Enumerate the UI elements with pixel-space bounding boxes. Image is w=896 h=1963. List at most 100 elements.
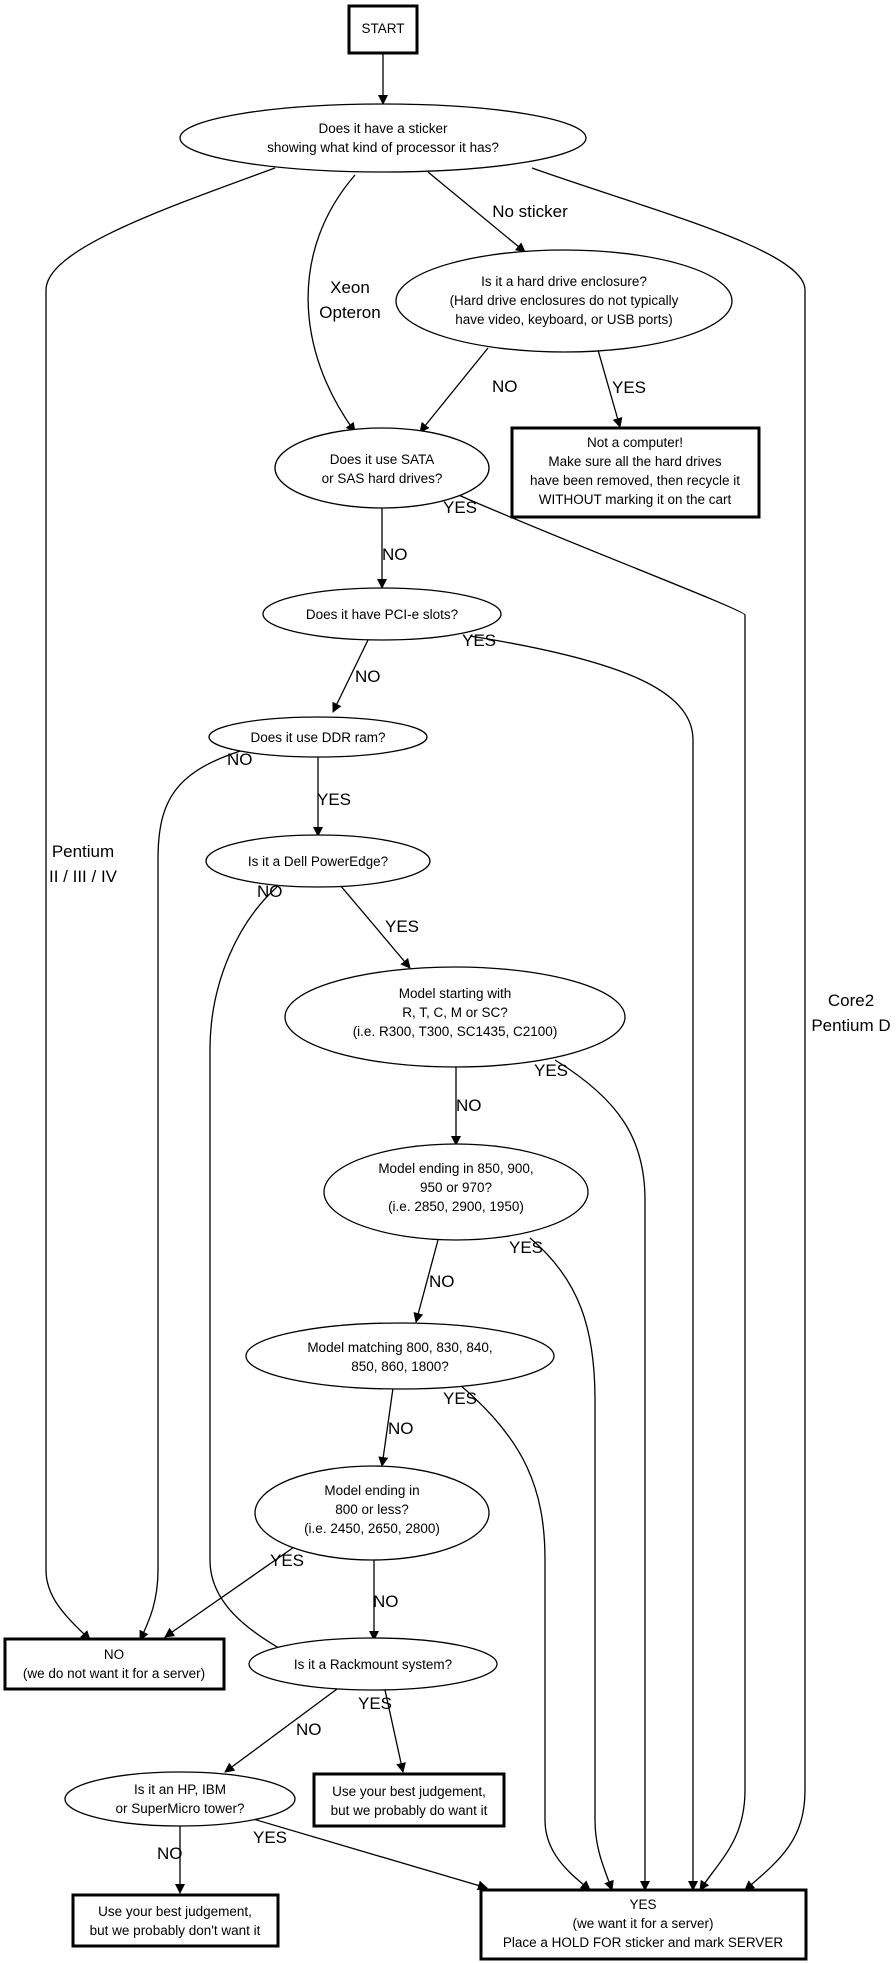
edge-label-ddr-no-line: NO bbox=[227, 750, 253, 769]
judge-dont-label-line: but we probably don't want it bbox=[90, 1923, 261, 1938]
judge-do-label: Use your best judgement,but we probably … bbox=[331, 1784, 488, 1818]
edge-poweredge-rackmount bbox=[209, 886, 321, 1671]
edge-label-model800-no-line: NO bbox=[388, 1419, 414, 1438]
yes-server-node bbox=[479, 1888, 808, 1961]
edge-label-ddr-yes: YES bbox=[317, 790, 351, 809]
model-start-label-line: (i.e. R300, T300, SC1435, C2100) bbox=[353, 1024, 558, 1039]
enclosure-label-line: (Hard drive enclosures do not typically bbox=[450, 293, 679, 308]
rackmount-label-line: Is it a Rackmount system? bbox=[294, 1657, 452, 1672]
edge-label-poweredge-yes: YES bbox=[385, 917, 419, 936]
model-less-label-line: 800 or less? bbox=[335, 1502, 409, 1517]
model-less-node bbox=[254, 1465, 490, 1561]
edge-label-tower-no-line: NO bbox=[157, 1844, 183, 1863]
edge-label-rackmount-no-line: NO bbox=[296, 1720, 322, 1739]
yes-server-label-line: YES bbox=[629, 1897, 656, 1912]
edge-label-poweredge-no: NO bbox=[257, 882, 283, 901]
edge-model800-modelless bbox=[378, 1387, 394, 1467]
model-850-label-line: Model ending in 850, 900, bbox=[378, 1161, 533, 1176]
pcie-label-line: Does it have PCI-e slots? bbox=[306, 607, 458, 622]
edge-label-modelstart-no: NO bbox=[456, 1096, 482, 1115]
not-computer-node bbox=[510, 426, 761, 519]
start-node bbox=[347, 4, 419, 55]
edge-label-model850-yes: YES bbox=[509, 1238, 543, 1257]
edge-label-pcie-no-line: NO bbox=[355, 667, 381, 686]
start-label-line: START bbox=[361, 21, 404, 36]
sata-label: Does it use SATA or SAS hard drives? bbox=[322, 452, 443, 486]
edge-label-enclosure-no: NO bbox=[492, 377, 518, 396]
edge-rackmount-judgedo bbox=[384, 1689, 406, 1773]
edge-tower-yessrv bbox=[242, 1815, 488, 1891]
no-server-node bbox=[3, 1637, 226, 1691]
model-850-label-line: 950 or 970? bbox=[420, 1180, 492, 1195]
edge-label-modelless-yes-line: YES bbox=[270, 1551, 304, 1570]
judge-dont-node bbox=[71, 1893, 280, 1948]
edge-enclosure-notcomputer bbox=[597, 349, 623, 428]
edge-label-xeon-opteron-line: Opteron bbox=[319, 303, 380, 322]
edge-ddr-nosrv bbox=[139, 747, 251, 1641]
sata-label-line: or SAS hard drives? bbox=[322, 471, 443, 486]
edge-label-modelless-no: NO bbox=[373, 1592, 399, 1611]
edge-label-ddr-no: NO bbox=[227, 750, 253, 769]
edge-label-rackmount-yes: YES bbox=[358, 1694, 392, 1713]
model-800-node bbox=[245, 1322, 555, 1390]
edge-label-pcie-yes-line: YES bbox=[462, 631, 496, 650]
rackmount-node bbox=[248, 1637, 498, 1691]
edge-sata-yessrv bbox=[446, 489, 746, 1891]
yes-server-label-line: (we want it for a server) bbox=[572, 1916, 713, 1931]
edge-sticker-yessrv-core2 bbox=[531, 167, 806, 1891]
edge-label-tower-yes-line: YES bbox=[253, 1828, 287, 1847]
edge-model850-model800 bbox=[413, 1239, 439, 1323]
edge-label-pcie-no: NO bbox=[355, 667, 381, 686]
model-800-label-line: 850, 860, 1800? bbox=[351, 1359, 449, 1374]
judge-dont-label: Use your best judgement, but we probably … bbox=[90, 1904, 261, 1938]
pcie-node bbox=[262, 587, 502, 641]
edge-enclosure-sata bbox=[419, 347, 489, 433]
model-less-label-line: Model ending in bbox=[324, 1483, 419, 1498]
edge-label-no-sticker: No sticker bbox=[492, 202, 568, 221]
not-computer-label-line: Make sure all the hard drives bbox=[548, 454, 722, 469]
sata-label-line: Does it use SATA bbox=[330, 452, 435, 467]
edge-model850-yessrv bbox=[529, 1237, 614, 1891]
edge-pcie-ddr bbox=[332, 639, 369, 713]
edge-label-poweredge-yes-line: YES bbox=[385, 917, 419, 936]
enclosure-node bbox=[395, 249, 733, 353]
model-start-node bbox=[284, 966, 626, 1068]
no-server-label-line: (we do not want it for a server) bbox=[23, 1666, 205, 1681]
model-850-label-line: (i.e. 2850, 2900, 1950) bbox=[388, 1199, 524, 1214]
judge-dont-label-line: Use your best judgement, bbox=[98, 1904, 252, 1919]
model-800-label: Model matching 800, 830, 840,850, 860, 1… bbox=[307, 1340, 492, 1374]
model-start-label-line: R, T, C, M or SC? bbox=[402, 1005, 508, 1020]
edge-label-model850-no-line: NO bbox=[429, 1272, 455, 1291]
edge-label-enclosure-yes: YES bbox=[612, 378, 646, 397]
edge-label-xeon-opteron-line: Xeon bbox=[330, 278, 370, 297]
edge-label-rackmount-yes-line: YES bbox=[358, 1694, 392, 1713]
edges bbox=[45, 54, 806, 1894]
tower-label-line: or SuperMicro tower? bbox=[115, 1801, 244, 1816]
edge-label-sata-yes: YES bbox=[443, 498, 477, 517]
edge-label-model800-no: NO bbox=[388, 1419, 414, 1438]
ddr-node bbox=[208, 716, 428, 758]
poweredge-label-line: Is it a Dell PowerEdge? bbox=[248, 854, 388, 869]
enclosure-label-line: have video, keyboard, or USB ports) bbox=[455, 312, 673, 327]
yes-server-label: YES(we want it for a server)Place a HOLD… bbox=[503, 1897, 784, 1950]
edge-sticker-sata bbox=[307, 174, 356, 433]
edge-modelstart-yessrv bbox=[554, 1059, 650, 1891]
edge-label-core2-line: Core2 bbox=[828, 991, 874, 1010]
edge-label-pentium-line: II / III / IV bbox=[49, 867, 118, 886]
edge-model800-yessrv bbox=[459, 1384, 591, 1891]
edge-label-no-sticker-line: No sticker bbox=[492, 202, 568, 221]
enclosure-label-line: Is it a hard drive enclosure? bbox=[481, 274, 647, 289]
edge-label-model850-no: NO bbox=[429, 1272, 455, 1291]
edge-label-rackmount-no: NO bbox=[296, 1720, 322, 1739]
edge-label-modelless-yes: YES bbox=[270, 1551, 304, 1570]
edge-label-tower-no: NO bbox=[157, 1844, 183, 1863]
edge-label-enclosure-no-line: NO bbox=[492, 377, 518, 396]
start-label: START bbox=[361, 21, 404, 36]
edge-label-model800-yes: YES bbox=[443, 1389, 477, 1408]
